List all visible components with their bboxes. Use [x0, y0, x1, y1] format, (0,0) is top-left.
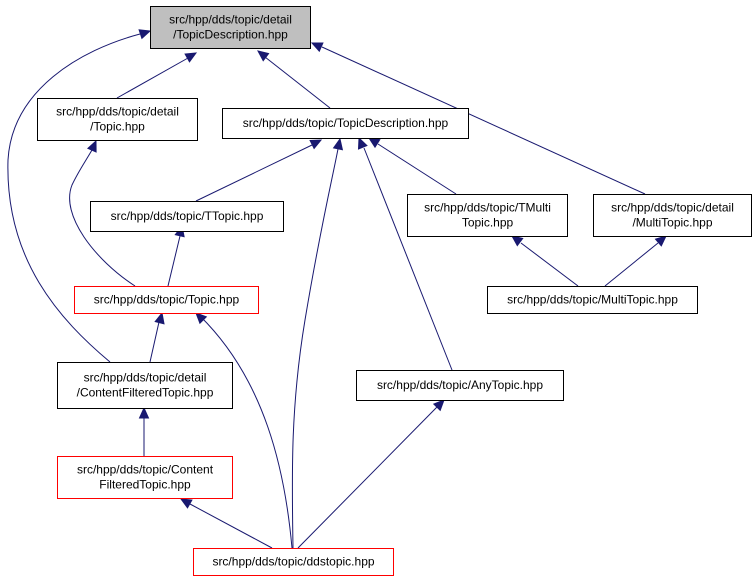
node-label-line: src/hpp/dds/topic/TTopic.hpp [111, 209, 264, 223]
node-label-line: /Topic.hpp [90, 120, 145, 134]
edge-n8-n6 [604, 235, 667, 287]
edge-n4-n3 [195, 139, 323, 202]
node-label-line: Topic.hpp [462, 216, 514, 230]
edge-n12-n7 [195, 312, 293, 549]
arrowhead-icon [179, 498, 193, 509]
arrowhead-icon [195, 312, 208, 325]
edge-line [264, 56, 331, 109]
edge-line [377, 143, 457, 195]
edge-line [520, 242, 579, 287]
node-n9[interactable]: src/hpp/dds/topic/detail/ContentFiltered… [57, 362, 233, 409]
arrowhead-icon [154, 311, 165, 325]
arrowhead-icon [257, 50, 270, 62]
edge-n3-n1 [257, 50, 331, 109]
edge-n2-n1 [116, 52, 198, 99]
node-label-line: /ContentFilteredTopic.hpp [77, 386, 214, 400]
node-label-line: src/hpp/dds/topic/detail [169, 13, 292, 27]
edge-n7-n2 [69, 139, 136, 287]
node-n3[interactable]: src/hpp/dds/topic/TopicDescription.hpp [222, 108, 469, 139]
node-n1[interactable]: src/hpp/dds/topic/detail/TopicDescriptio… [150, 6, 311, 49]
edge-n12-n10 [297, 399, 445, 549]
arrowhead-icon [511, 235, 524, 247]
node-label-line: FilteredTopic.hpp [99, 478, 191, 492]
arrowhead-icon [138, 29, 152, 40]
edge-line [363, 147, 453, 371]
node-n8[interactable]: src/hpp/dds/topic/MultiTopic.hpp [487, 286, 698, 314]
arrowhead-icon [367, 137, 381, 149]
node-label-line: src/hpp/dds/topic/MultiTopic.hpp [507, 293, 678, 307]
node-box [593, 194, 752, 237]
edge-n9-n7 [149, 311, 165, 363]
edge-n10-n3 [357, 136, 453, 371]
edge-n11-n9 [138, 406, 150, 456]
node-box [407, 194, 568, 237]
node-label-line: /TopicDescription.hpp [173, 28, 288, 42]
edge-line [189, 503, 273, 549]
node-box [57, 362, 233, 409]
edge-n7-n4 [167, 224, 185, 287]
edge-n6-n1 [310, 42, 646, 195]
node-label-line: src/hpp/dds/topic/TMulti [424, 201, 551, 215]
arrowhead-icon [432, 399, 445, 412]
arrowhead-icon [86, 139, 97, 153]
edge-line [199, 315, 293, 549]
node-label-line: src/hpp/dds/topic/ddstopic.hpp [212, 555, 374, 569]
node-box [90, 201, 284, 232]
arrowhead-icon [310, 42, 324, 53]
node-box [74, 286, 259, 314]
edge-n12-n11 [179, 498, 273, 549]
edge-line [291, 148, 339, 549]
edge-line [604, 242, 659, 287]
arrowhead-icon [138, 406, 150, 419]
edge-n8-n5 [511, 235, 579, 287]
node-label-line: src/hpp/dds/topic/Topic.hpp [94, 293, 240, 307]
edge-line [167, 235, 181, 287]
node-box [37, 98, 198, 141]
node-box [222, 108, 469, 139]
arrowhead-icon [332, 137, 344, 151]
arrowhead-icon [184, 52, 198, 63]
node-n6[interactable]: src/hpp/dds/topic/detail/MultiTopic.hpp [593, 194, 752, 237]
edge-n12-n3 [291, 137, 344, 549]
edge-line [297, 406, 438, 549]
node-n7[interactable]: src/hpp/dds/topic/Topic.hpp [74, 286, 259, 314]
node-label-line: /MultiTopic.hpp [632, 216, 712, 230]
edge-line [7, 33, 141, 363]
node-n11[interactable]: src/hpp/dds/topic/ContentFilteredTopic.h… [57, 456, 233, 499]
node-label-line: src/hpp/dds/topic/Content [77, 463, 214, 477]
graph-nodes: src/hpp/dds/topic/detail/TopicDescriptio… [37, 6, 752, 576]
edge-n5-n3 [367, 137, 457, 195]
graph-edges [7, 29, 667, 549]
node-n2[interactable]: src/hpp/dds/topic/detail/Topic.hpp [37, 98, 198, 141]
edge-line [116, 57, 189, 99]
arrowhead-icon [357, 136, 368, 150]
node-n12[interactable]: src/hpp/dds/topic/ddstopic.hpp [193, 548, 394, 576]
node-box [487, 286, 698, 314]
arrowhead-icon [309, 139, 323, 150]
edge-line [195, 144, 313, 202]
arrowhead-icon [654, 235, 667, 247]
edge-n9-n1 [7, 29, 152, 363]
node-n10[interactable]: src/hpp/dds/topic/AnyTopic.hpp [356, 370, 564, 401]
node-label-line: src/hpp/dds/topic/AnyTopic.hpp [377, 378, 543, 392]
node-label-line: src/hpp/dds/topic/detail [84, 371, 207, 385]
edge-line [149, 321, 160, 363]
node-box [356, 370, 564, 401]
node-box [193, 548, 394, 576]
node-label-line: src/hpp/dds/topic/detail [611, 201, 734, 215]
node-n4[interactable]: src/hpp/dds/topic/TTopic.hpp [90, 201, 284, 232]
node-label-line: src/hpp/dds/topic/TopicDescription.hpp [243, 116, 449, 130]
edge-line [321, 46, 646, 195]
edge-line [69, 149, 136, 287]
node-box [150, 6, 311, 49]
node-box [57, 456, 233, 499]
node-label-line: src/hpp/dds/topic/detail [56, 105, 179, 119]
